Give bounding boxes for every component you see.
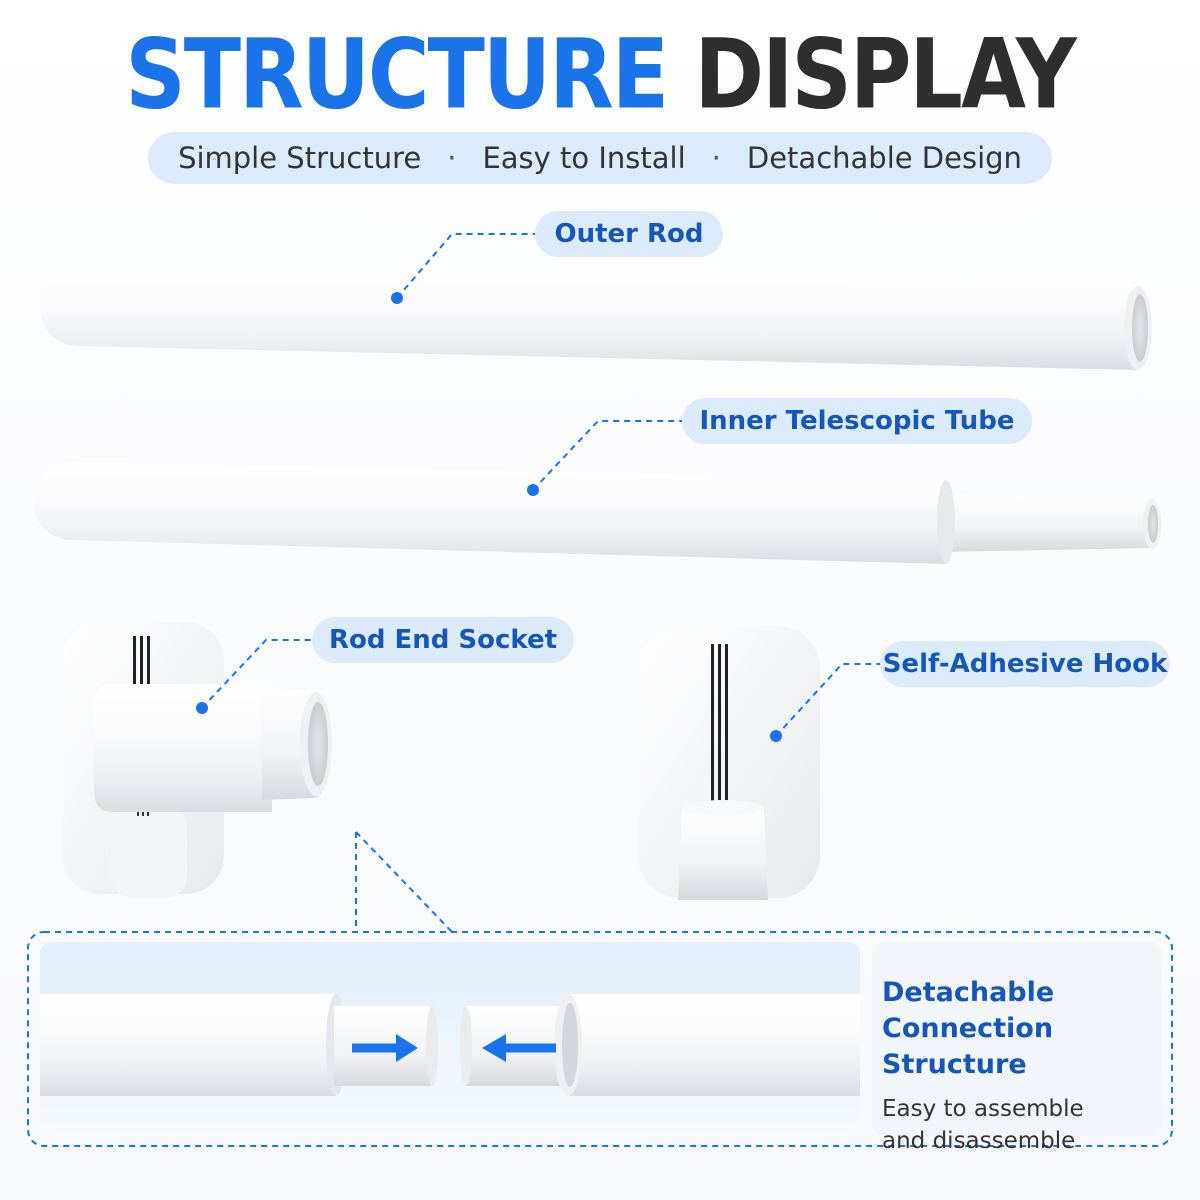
label-inner-telescopic-tube: Inner Telescopic Tube xyxy=(682,398,1032,444)
outer-rod xyxy=(40,270,1152,370)
connection-description: Easy to assemble and disassemble xyxy=(882,1093,1172,1157)
feature-separator: · xyxy=(711,141,721,175)
self-adhesive-hook-pointer xyxy=(770,663,880,742)
arrow-right-icon xyxy=(352,1034,418,1062)
title-structure: STRUCTURE xyxy=(125,18,669,131)
connection-title-line2: Connection Structure xyxy=(882,1013,1054,1080)
self-adhesive-hook xyxy=(638,626,820,900)
connection-detail-image xyxy=(40,994,860,1096)
rod-end-socket xyxy=(62,622,332,898)
label-self-adhesive-hook: Self-Adhesive Hook xyxy=(880,641,1170,687)
rod-end-socket-pointer xyxy=(196,639,312,714)
inner-telescopic-tube xyxy=(33,462,1161,564)
feature-easy-install: Easy to Install xyxy=(482,141,686,175)
label-outer-rod: Outer Rod xyxy=(535,211,723,257)
inner-tube-pointer xyxy=(527,420,682,496)
connection-desc-line2: and disassemble xyxy=(882,1128,1076,1154)
feature-detachable-design: Detachable Design xyxy=(746,141,1022,175)
feature-separator: · xyxy=(447,141,457,175)
connection-desc-line1: Easy to assemble xyxy=(882,1096,1084,1122)
feature-simple-structure: Simple Structure xyxy=(178,141,422,175)
connection-text: Detachable Connection Structure Easy to … xyxy=(882,975,1172,1157)
arrow-left-icon xyxy=(482,1034,556,1062)
page-title: STRUCTURE DISPLAY xyxy=(0,18,1200,131)
label-rod-end-socket: Rod End Socket xyxy=(312,617,574,663)
title-display: DISPLAY xyxy=(694,18,1076,131)
connection-title-line1: Detachable xyxy=(882,977,1055,1008)
feature-bar: Simple Structure · Easy to Install · Det… xyxy=(148,132,1052,184)
outer-rod-pointer xyxy=(391,233,535,304)
